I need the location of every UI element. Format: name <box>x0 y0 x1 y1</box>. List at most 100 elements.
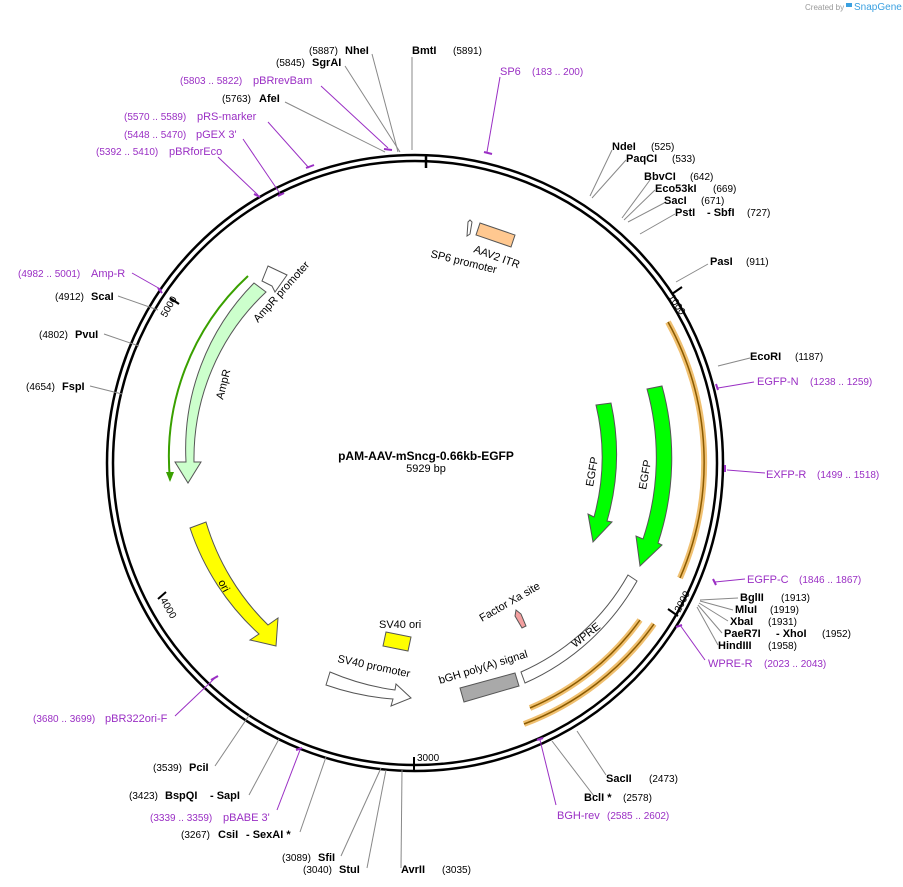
enzyme-name-paqci[interactable]: PaqCI <box>626 153 657 165</box>
enzyme-name-sacii[interactable]: SacII <box>606 773 632 785</box>
enzyme-name-bcli[interactable]: BclI * <box>584 792 612 804</box>
primer-name-pbr322ori-f[interactable]: pBR322ori-F <box>105 713 168 725</box>
enzyme-name-afei[interactable]: AfeI <box>259 93 280 105</box>
factor-xa-feature[interactable] <box>514 609 527 629</box>
enzyme-pos-nhei: (5887) <box>309 46 338 57</box>
enzyme-pos-sacii: (2473) <box>649 774 678 785</box>
enzyme-pos-hindiii: (1958) <box>768 641 797 652</box>
enzyme-name-mlui[interactable]: MluI <box>735 604 757 616</box>
enzyme-name-ecori[interactable]: EcoRI <box>750 351 781 363</box>
wpre-feature[interactable] <box>520 574 638 684</box>
enzyme-pos-stui: (3040) <box>303 865 332 876</box>
enzyme-pos-xbai: (1931) <box>768 617 797 628</box>
enzyme-pos-saci: (671) <box>701 196 724 207</box>
primer-range-pgex3: (5448 .. 5470) <box>124 130 186 141</box>
egfp-label-2: EGFP <box>637 459 654 491</box>
enzyme-name-sapi[interactable]: - SapI <box>210 790 240 802</box>
aav2-itr-feature[interactable] <box>475 222 516 248</box>
plasmid-size: 5929 bp <box>406 463 446 475</box>
enzyme-name-pasi[interactable]: PasI <box>710 256 733 268</box>
primer-name-bgh-rev[interactable]: BGH-rev <box>557 810 600 822</box>
enzyme-name-psti[interactable]: PstI <box>675 207 695 219</box>
enzyme-name-bbvci[interactable]: BbvCI <box>644 171 676 183</box>
enzyme-name-bspqi[interactable]: BspQI <box>165 790 197 802</box>
primer-range-exfp-r: (1499 .. 1518) <box>817 470 879 481</box>
enzyme-name-bmti[interactable]: BmtI <box>412 45 436 57</box>
enzyme-pos-ecori: (1187) <box>795 352 823 363</box>
enzyme-name-xbai[interactable]: XbaI <box>730 616 753 628</box>
watermark-brand: SnapGene <box>854 2 902 13</box>
primer-range-pbabe3: (3339 .. 3359) <box>150 813 212 824</box>
enzyme-name-eco53ki[interactable]: Eco53kI <box>655 183 697 195</box>
enzyme-pos-pasi: (911) <box>746 257 769 268</box>
enzyme-name-saci[interactable]: SacI <box>664 195 687 207</box>
backbone-outer <box>105 153 725 773</box>
primer-name-sp6[interactable]: SP6 <box>500 66 521 78</box>
egfp-feature-2[interactable] <box>635 385 673 568</box>
enzyme-pos-bbvci: (642) <box>690 172 713 183</box>
ampr-feature[interactable] <box>174 282 267 484</box>
primer-name-prs-marker[interactable]: pRS-marker <box>197 111 257 123</box>
enzyme-pos-eco53ki: (669) <box>713 184 736 195</box>
tick-4000: 4000 <box>157 596 178 621</box>
enzyme-leader-lines <box>89 53 751 869</box>
enzyme-pos-pcii: (3539) <box>153 763 182 774</box>
sv40-promoter-label: SV40 promoter <box>336 653 411 680</box>
enzyme-name-sgrai[interactable]: SgrAI <box>312 57 341 69</box>
enzyme-pos-bspqi: (3423) <box>129 791 158 802</box>
enzyme-name-xhoi[interactable]: - XhoI <box>776 628 807 640</box>
primer-range-pbrforeco: (5392 .. 5410) <box>96 147 158 158</box>
primer-range-wpre-r: (2023 .. 2043) <box>764 659 826 670</box>
ampr-promoter-feature[interactable] <box>261 265 288 293</box>
primer-name-pbrforeco[interactable]: pBRforEco <box>169 146 222 158</box>
enzyme-name-hindiii[interactable]: HindIII <box>718 640 752 652</box>
enzyme-name-pcii[interactable]: PciI <box>189 762 209 774</box>
primer-range-amp-r: (4982 .. 5001) <box>18 269 80 280</box>
enzyme-name-csii[interactable]: CsiI <box>218 829 238 841</box>
enzyme-name-sfii[interactable]: SfiI <box>318 852 335 864</box>
enzyme-name-stui[interactable]: StuI <box>339 864 360 876</box>
primer-name-pbrrevbam[interactable]: pBRrevBam <box>253 75 312 87</box>
enzyme-name-pvui[interactable]: PvuI <box>75 329 98 341</box>
enzyme-pos-sgrai: (5845) <box>276 58 305 69</box>
ori-label: ori <box>215 578 231 594</box>
enzyme-name-nhei[interactable]: NheI <box>345 45 369 57</box>
ori-feature[interactable] <box>189 521 279 647</box>
enzyme-pos-csii: (3267) <box>181 830 210 841</box>
enzyme-pos-scai: (4912) <box>55 292 84 303</box>
primer-name-pbabe3[interactable]: pBABE 3' <box>223 812 270 824</box>
primer-name-exfp-r[interactable]: EXFP-R <box>766 469 806 481</box>
primer-range-sp6: (183 .. 200) <box>532 67 583 78</box>
enzyme-name-scai[interactable]: ScaI <box>91 291 114 303</box>
primer-name-amp-r[interactable]: Amp-R <box>91 268 125 280</box>
enzyme-pos-ndei: (525) <box>651 142 674 153</box>
ampr-binding-arc <box>167 275 249 481</box>
enzyme-pos-paqci: (533) <box>672 154 695 165</box>
enzyme-name-paer7i[interactable]: PaeR7I <box>724 628 761 640</box>
plasmid-name: pAM-AAV-mSncg-0.66kb-EGFP <box>338 449 514 463</box>
enzyme-pos-bglii: (1913) <box>781 593 810 604</box>
primer-range-egfp-c: (1846 .. 1867) <box>799 575 861 586</box>
primer-name-pgex3[interactable]: pGEX 3' <box>196 129 237 141</box>
enzyme-name-avrii[interactable]: AvrII <box>401 864 425 876</box>
watermark-created-by: Created by <box>805 3 844 12</box>
enzyme-name-bglii[interactable]: BglII <box>740 592 764 604</box>
sv40-promoter-feature[interactable] <box>325 671 412 707</box>
primer-name-wpre-r[interactable]: WPRE-R <box>708 658 753 670</box>
enzyme-name-sbfi[interactable]: - SbfI <box>707 207 735 219</box>
primer-name-egfp-c[interactable]: EGFP-C <box>747 574 789 586</box>
primer-markers <box>157 148 726 751</box>
sp6-promoter-feature[interactable] <box>466 219 473 237</box>
enzyme-name-ndei[interactable]: NdeI <box>612 141 636 153</box>
tick-marks <box>157 286 683 770</box>
egfp-feature-1[interactable] <box>587 402 617 544</box>
enzyme-name-sexai[interactable]: - SexAI * <box>246 829 291 841</box>
bgh-polya-feature[interactable] <box>459 672 520 703</box>
enzyme-pos-mlui: (1919) <box>770 605 799 616</box>
enzyme-name-fspi[interactable]: FspI <box>62 381 85 393</box>
primer-range-pbrrevbam: (5803 .. 5822) <box>180 76 242 87</box>
enzyme-pos-sbfi: (727) <box>747 208 770 219</box>
primer-leader-lines <box>131 76 766 811</box>
sv40-ori-feature[interactable] <box>382 631 412 652</box>
primer-name-egfp-n[interactable]: EGFP-N <box>757 376 799 388</box>
